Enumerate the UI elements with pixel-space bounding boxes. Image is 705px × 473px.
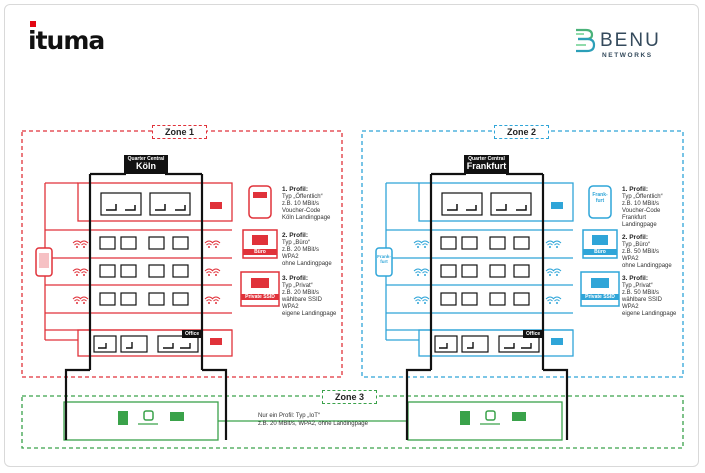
router-icon [580, 271, 620, 307]
zone1-profile-3: 3. Profil: Typ „Privat“ z.B. 20 MBit/s w… [282, 275, 337, 317]
diagram-frame [4, 4, 699, 467]
office-tag-frankfurt: Office [523, 330, 544, 338]
office-tag-koeln: Office [182, 330, 203, 338]
zone2-profile-2: 2. Profil: Typ „Büro“ z.B. 50 MBit/s WPA… [622, 234, 672, 269]
building-koeln [64, 172, 228, 378]
zone2-boundary [361, 130, 684, 378]
zone1-profile-1: 1. Profil: Typ „Öffentlich“ z.B. 10 MBit… [282, 186, 331, 221]
iot-icons-koeln [118, 410, 184, 425]
zone2-profile-3: 3. Profil: Typ „Privat“ z.B. 50 MBit/s w… [622, 275, 677, 317]
zone2-phone-icon [375, 247, 393, 277]
zone2-voucher-label: Frank-furt [592, 192, 608, 204]
zone1-label: Zone 1 [152, 125, 208, 139]
zone2-network-tiers [385, 182, 574, 357]
benu-subtitle: NETWORKS [602, 52, 653, 59]
zone1-profile-icons [240, 185, 280, 307]
zone1-wifi-icons [72, 202, 222, 345]
zone2-profile-icons [580, 185, 620, 307]
iot-icons-frankfurt [460, 410, 526, 425]
zone2-private-label: Private SSID [581, 294, 619, 300]
zone2-wifi-icons [413, 202, 563, 345]
zone3-basement-koeln [63, 401, 219, 441]
zone3-basement-frankfurt [407, 401, 563, 441]
zone2-label: Zone 2 [494, 125, 550, 139]
zone3-label: Zone 3 [322, 390, 378, 404]
zone2-phone-label: Frank-furt [377, 254, 391, 264]
voucher-phone-icon [588, 185, 612, 219]
zone1-boundary [21, 130, 343, 378]
zone2-profile-1: 1. Profil: Typ „Öffentlich“ z.B. 10 MBit… [622, 186, 663, 228]
router-icon [240, 271, 280, 307]
zone1-phone-icon [35, 247, 53, 277]
benu-wordmark: BENU [600, 30, 661, 51]
building-frankfurt [405, 172, 569, 378]
zone1-buero-label: Büro [243, 249, 277, 255]
voucher-phone-icon [248, 185, 272, 219]
zone1-profile-2: 2. Profil: Typ „Büro“ z.B. 20 MBit/s WPA… [282, 232, 332, 267]
zone2-buero-label: Büro [583, 249, 617, 255]
zone1-private-label: Private SSID [241, 294, 279, 300]
zone3-description: Nur ein Profil: Typ „IoT“ z.B. 20 MBit/s… [258, 413, 368, 427]
benu-mark-icon [576, 28, 596, 53]
ituma-logo: ituma [28, 21, 105, 55]
zone1-network-tiers [44, 182, 233, 357]
